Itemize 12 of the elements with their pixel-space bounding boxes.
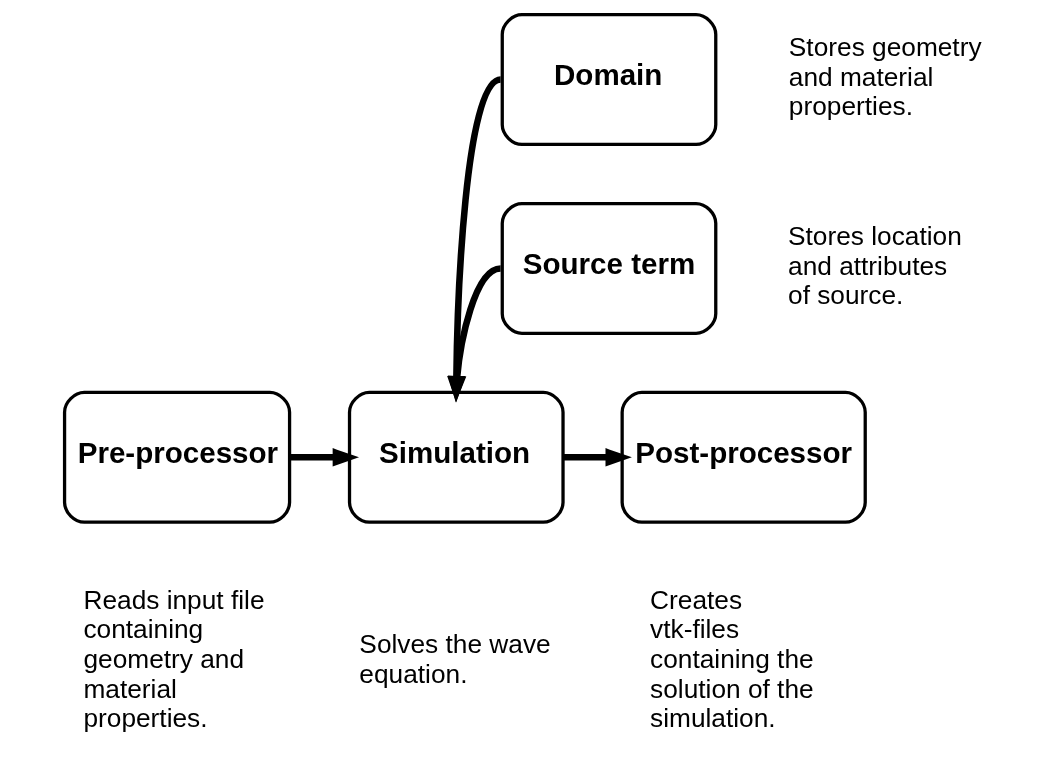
arrow [289,448,360,467]
node-label: Stores geometry and material properties. [788,32,982,122]
node-box: Simulation [347,390,565,524]
node-box: Post-processor [620,390,867,524]
node-box: Pre-processor [62,390,292,524]
node-label: Solves the wave equation. [359,629,551,689]
node-label: Reads input file containing geometry and material properties. [83,584,265,734]
node-box: Domain [500,13,718,147]
node-box: Source term [500,201,718,335]
node-label: Creates vtk-files containing the solution of the simulation. [650,584,814,734]
node-label: Stores location and attributes of source. [788,221,962,311]
arrow [563,448,632,467]
